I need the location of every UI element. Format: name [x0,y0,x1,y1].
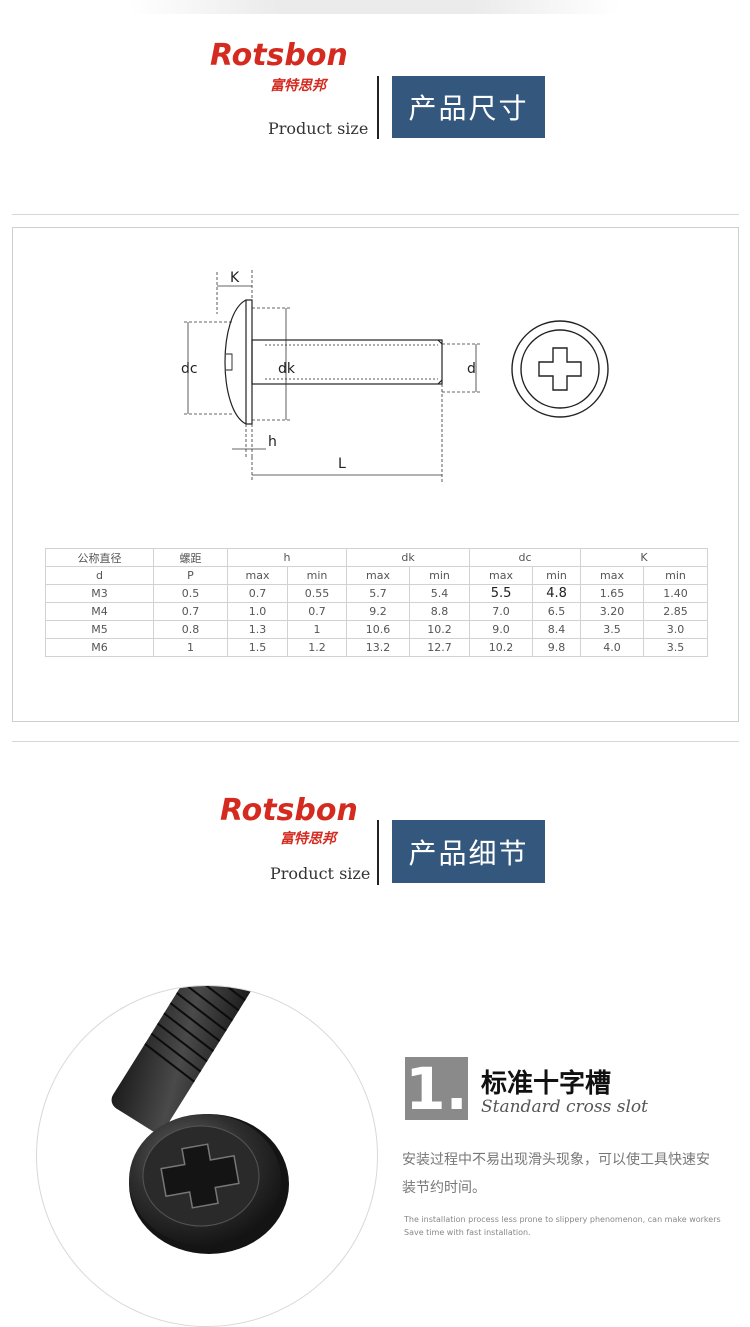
table-cell: 0.7 [153,602,228,621]
table-cell: 4.0 [580,638,645,657]
header-divider [377,820,379,885]
table-row: M5 0.8 1.3 1 10.6 10.2 9.0 8.4 3.5 3.0 [45,620,709,639]
table-cell: 3.20 [580,602,645,621]
table-cell: 10.2 [469,638,534,657]
label-d: d [467,361,476,377]
table-cell: 1.65 [580,584,645,603]
header-nominal-diameter-cn: 公称直径 [45,548,154,567]
table-cell: 9.2 [346,602,411,621]
table-cell: 9.0 [469,620,534,639]
table-cell: 12.7 [409,638,471,657]
table-cell: 5.4 [409,584,471,603]
table-cell: 1 [153,638,228,657]
table-cell: 1.0 [227,602,288,621]
brand-logo: Rotsbon 富特思邦 [220,793,380,851]
table-cell: 8.8 [409,602,471,621]
brand-logo: Rotsbon 富特思邦 [210,38,370,96]
table-cell: 4.8 [532,584,582,603]
table-cell: 0.7 [286,602,348,621]
product-photo-frame [36,985,378,1327]
label-h: h [268,434,277,450]
table-cell: 9.8 [532,638,582,657]
feature-number: 1. [405,1054,468,1123]
table-cell: 8.4 [532,620,582,639]
header-group-dc: dc [469,548,582,567]
header-group-k: K [580,548,709,567]
table-cell: 6.5 [532,602,582,621]
section-title: 产品细节 [392,820,545,883]
table-row: M4 0.7 1.0 0.7 9.2 8.8 7.0 6.5 3.20 2.85 [45,602,709,621]
feature-description-en: The installation process less prone to s… [404,1215,721,1237]
table-cell: 1.40 [643,584,709,603]
logo-chinese-name: 富特思邦 [270,78,326,94]
table-cell: M4 [45,602,154,621]
logo-chinese-name: 富特思邦 [280,831,336,847]
top-decor-strip [130,0,620,14]
subheader: max [580,566,645,585]
table-row: M6 1 1.5 1.2 13.2 12.7 10.2 9.8 4.0 3.5 [45,638,709,657]
subheader: max [469,566,534,585]
section-title: 产品尺寸 [392,76,545,138]
feature-description-cn: 安装过程中不易出现滑头现象，可以使工具快速安装节约时间。 [402,1152,710,1196]
header-divider [377,76,379,139]
table-cell: 2.85 [643,602,709,621]
table-cell: 1.2 [286,638,348,657]
section-subtitle: Product size [268,119,369,138]
label-k: K [230,270,240,286]
logo-wordmark: Rotsbon [220,793,358,828]
table-cell: 1 [286,620,348,639]
divider-bottom [12,741,739,742]
table-cell: M5 [45,620,154,639]
table-cell: 0.55 [286,584,348,603]
table-cell: 0.8 [153,620,228,639]
table-cell: 0.7 [227,584,288,603]
subheader: max [227,566,288,585]
table-cell: 13.2 [346,638,411,657]
section-subtitle: Product size [270,864,371,883]
subheader: min [532,566,582,585]
table-cell: 10.6 [346,620,411,639]
table-cell: M6 [45,638,154,657]
table-cell: 10.2 [409,620,471,639]
table-cell: M3 [45,584,154,603]
table-cell: 3.5 [580,620,645,639]
label-dc: dc [181,361,198,377]
header-pitch-cn: 螺距 [153,548,228,567]
table-cell: 1.5 [227,638,288,657]
label-dk: dk [278,361,296,377]
table-cell: 7.0 [469,602,534,621]
table-cell: 0.5 [153,584,228,603]
spec-table: 公称直径 螺距 h dk dc K d P max min max min ma… [45,548,709,657]
subheader: min [643,566,709,585]
table-row: M3 0.5 0.7 0.55 5.7 5.4 5.5 4.8 1.65 1.4… [45,584,709,603]
header-group-dk: dk [346,548,471,567]
screw-photo [111,986,289,1254]
table-cell: 5.7 [346,584,411,603]
feature-title-en: Standard cross slot [481,1097,648,1117]
label-l: L [338,456,346,472]
divider-top [12,214,739,215]
table-cell: 3.0 [643,620,709,639]
subheader: min [286,566,348,585]
table-cell: 3.5 [643,638,709,657]
subheader: min [409,566,471,585]
header-nominal-diameter: d [45,566,154,585]
feature-title-cn: 标准十字槽 [481,1069,612,1099]
header-pitch: P [153,566,228,585]
screw-dimension-diagram: K dc dk d h L [181,270,609,482]
subheader: max [346,566,411,585]
header-group-h: h [226,548,348,567]
logo-wordmark: Rotsbon [210,38,348,73]
table-cell: 1.3 [227,620,288,639]
table-cell: 5.5 [469,584,534,603]
